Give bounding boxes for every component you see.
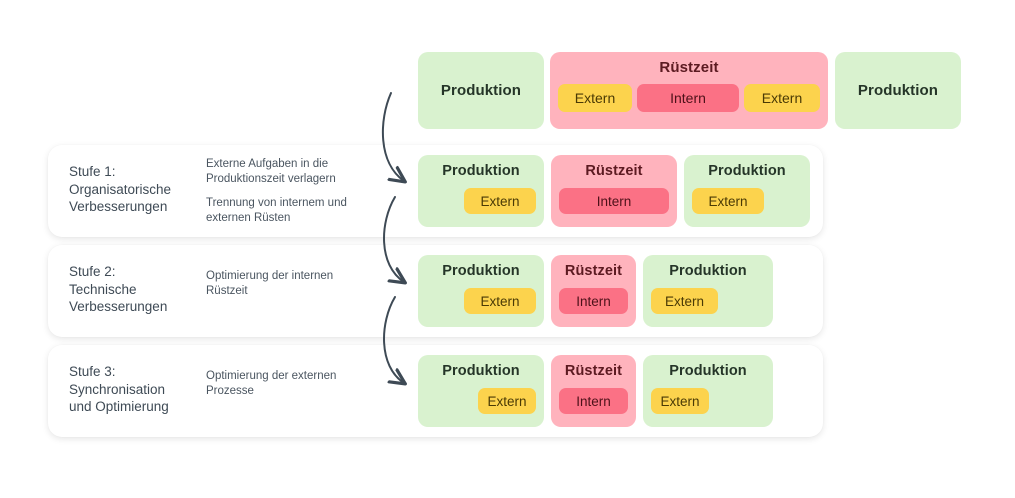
stage-bars-stufe-2: Produktion Extern Rüstzeit Intern Produk… [48,245,823,337]
stage-label-stufe-2: Stufe 2: Technische Verbesserungen [69,264,168,314]
stufe-3-production-left-label: Produktion [442,363,520,379]
stage-label-stufe-1: Stufe 1: Organisatorische Verbesserungen [69,164,172,214]
stage-description-stufe-2: Optimierung der internen Rüstzeit [206,269,371,299]
stufe-3-production-right-bar: Produktion Extern [643,355,773,427]
stufe-1-production-right-label: Produktion [708,163,786,179]
stage-description-stufe-1: Externe Aufgaben in die Produktionszeit … [206,157,371,226]
baseline-segment-intern: Intern [637,84,739,112]
stufe-2-setup-bar: Rüstzeit Intern [551,255,636,327]
stage-bars-stufe-1: Produktion Extern Rüstzeit Intern Produk… [48,145,823,237]
stufe-3-production-right-label: Produktion [669,363,747,379]
stage-description-line: Externe Aufgaben in die Produktionszeit … [206,158,336,185]
stufe-2-production-left-label: Produktion [442,263,520,279]
stufe-1-setup-label: Rüstzeit [585,163,643,179]
stage-description-line: Optimierung der internen Rüstzeit [206,270,334,297]
baseline-setup-segments: Extern Intern Extern [554,84,824,112]
stufe-3-production-left-chip-extern: Extern [478,388,536,414]
stufe-3-setup-chip-intern: Intern [559,388,628,414]
stage-label-stufe-3: Stufe 3: Synchronisation und Optimierung [69,364,169,414]
stage-row-stufe-3[interactable]: Stufe 3: Synchronisation und Optimierung… [48,345,823,437]
stufe-3-production-right-chip-extern: Extern [651,388,709,414]
stufe-3-setup-label: Rüstzeit [564,363,623,379]
stufe-2-setup-label: Rüstzeit [564,263,623,279]
stufe-2-production-right-chip-extern: Extern [651,288,718,314]
stage-row-stufe-1[interactable]: Stufe 1: Organisatorische Verbesserungen… [48,145,823,237]
baseline-segment-extern-2: Extern [744,84,820,112]
baseline-setup-label: Rüstzeit [659,59,719,76]
stufe-2-setup-chip-intern: Intern [559,288,628,314]
baseline-setup-bar: Rüstzeit Extern Intern Extern [550,52,828,129]
stufe-1-production-right-bar: Produktion Extern [684,155,810,227]
stufe-3-setup-bar: Rüstzeit Intern [551,355,636,427]
stufe-2-production-left-bar: Produktion Extern [418,255,544,327]
stufe-1-production-left-label: Produktion [442,163,520,179]
stufe-2-production-left-chip-extern: Extern [464,288,536,314]
stufe-1-setup-chip-intern: Intern [559,188,669,214]
stage-description-line: Optimierung der externen Prozesse [206,370,337,397]
stufe-1-production-left-chip-extern: Extern [464,188,536,214]
baseline-production-right-label: Produktion [857,82,939,99]
baseline-row: Produktion Rüstzeit Extern Intern Extern… [0,0,1015,140]
stufe-1-production-left-bar: Produktion Extern [418,155,544,227]
baseline-segment-extern-1: Extern [558,84,632,112]
stage-bars-stufe-3: Produktion Extern Rüstzeit Intern Produk… [48,345,823,437]
stage-description-stufe-3: Optimierung der externen Prozesse [206,369,371,399]
stufe-1-production-right-chip-extern: Extern [692,188,764,214]
baseline-production-left-label: Produktion [440,82,522,99]
stufe-3-production-left-bar: Produktion Extern [418,355,544,427]
stufe-2-production-right-label: Produktion [669,263,747,279]
stage-row-stufe-2[interactable]: Stufe 2: Technische Verbesserungen Optim… [48,245,823,337]
baseline-production-left-bar: Produktion [418,52,544,129]
stufe-2-production-right-bar: Produktion Extern [643,255,773,327]
stage-description-line: Trennung von internem und externen Rüste… [206,197,347,224]
baseline-production-right-bar: Produktion [835,52,961,129]
stufe-1-setup-bar: Rüstzeit Intern [551,155,677,227]
